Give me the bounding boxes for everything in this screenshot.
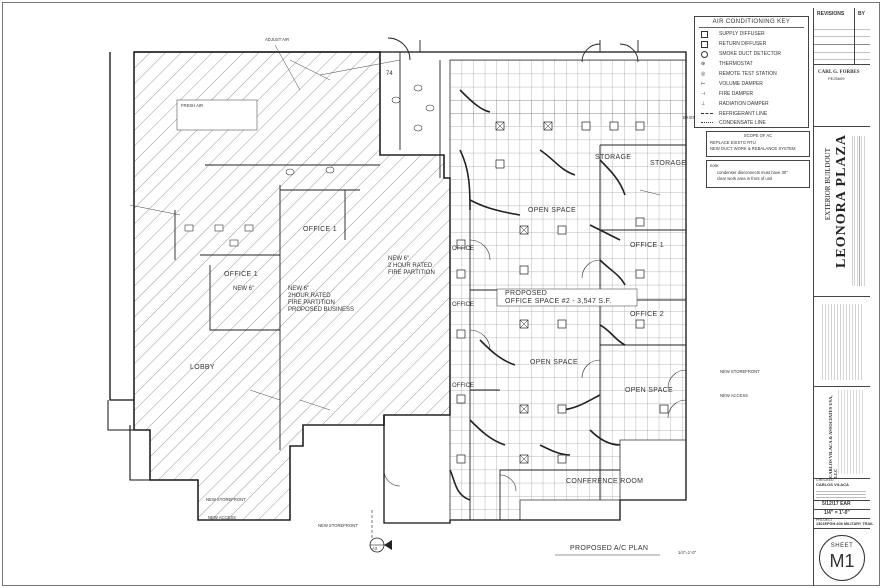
note-box: note: condenser disconnects must have 30… xyxy=(706,160,810,188)
key-item-fire-damper: ⊣ FIRE DAMPER xyxy=(701,91,754,97)
thermostat-icon: ⊕ xyxy=(701,61,706,67)
checked-label: CHECKED xyxy=(816,478,834,482)
key-item-refrigerant-line: REFRIGERANT LINE xyxy=(701,111,805,117)
note-existing: EXISTING xyxy=(683,115,703,120)
plan-scale: 1/4"=1'-0" xyxy=(678,550,697,555)
note-storefront3: NEW STOREFRONT xyxy=(720,369,760,374)
ac-key-panel: AIR CONDITIONING KEY SUPPLY DIFFUSER RET… xyxy=(694,16,809,128)
volume-damper-icon: ⊢ xyxy=(701,81,706,87)
key-item-smoke-detector: SMOKE DUCT DETECTOR xyxy=(701,51,805,58)
scope-title: SCOPE OF AC xyxy=(743,133,773,138)
project-line2: LEONORA PLAZA xyxy=(834,134,849,268)
proposed-space-label-1: PROPOSED xyxy=(505,290,548,297)
condensate-line-icon xyxy=(701,122,713,124)
room-label-office1-a: OFFICE 1 xyxy=(303,226,337,233)
project-number: 1301EPGH-606 MILITARY TRAIL xyxy=(816,522,874,526)
sheet-label: SHEET xyxy=(830,543,854,549)
note-storefront2: NEW STOREFRONT xyxy=(318,523,358,528)
remote-test-icon: ◎ xyxy=(701,71,706,77)
key-item-volume-damper: ⊢ VOLUME DAMPER xyxy=(701,81,763,87)
room-label-office-b: OFFICE xyxy=(452,383,474,389)
section-mark: A3 xyxy=(372,546,378,551)
checked-name: CARLOS VILACA xyxy=(816,482,849,487)
note-new6-a-2: 2 HOUR RATED xyxy=(388,263,433,269)
key-item-supply-diffuser: SUPPLY DIFFUSER xyxy=(701,31,805,38)
room-label-office1-b: OFFICE 1 xyxy=(224,271,258,278)
room-label-office2: OFFICE 2 xyxy=(630,311,664,318)
proposed-space-label-2: OFFICE SPACE #2 - 3,547 S.F. xyxy=(505,298,612,305)
engineer-name: CARL G. FORBES xyxy=(818,70,860,75)
room-label-office-c: OFFICE xyxy=(452,246,474,252)
room-label-open-space2: OPEN SPACE xyxy=(530,359,578,366)
fire-damper-icon: ⊣ xyxy=(701,91,706,97)
scope-box: SCOPE OF AC REPLACE EXISTG RTU NEW DUCT … xyxy=(706,131,810,157)
note-new6-b-4: PROPOSED BUSINESS xyxy=(288,307,355,313)
smoke-detector-icon xyxy=(701,51,708,58)
title-block: REVISIONS BY CARL G. FORBES PE25609 EXTE… xyxy=(813,8,874,586)
note-adjust-air: ADJUST AIR xyxy=(265,37,290,42)
by-label: BY xyxy=(858,11,865,17)
note-line1: condenser disconnects must have 30" xyxy=(717,170,788,175)
revisions-label: REVISIONS xyxy=(817,11,845,17)
radiation-damper-icon: ⊥ xyxy=(701,101,706,107)
company-name: CARLOS VILACA & ASSOCIATES USA, LLC xyxy=(828,395,838,478)
room-label-lobby: LOBBY xyxy=(190,364,215,371)
refrigerant-line-icon xyxy=(701,113,713,115)
key-item-thermostat: ⊕ THERMOSTAT xyxy=(701,61,753,67)
note-new6-b-3: FIRE PARTITION xyxy=(288,300,335,306)
note-line2: clear work area in front of unit xyxy=(717,176,773,181)
note-fresh-air: FRESH AIR xyxy=(181,103,204,108)
room-label-open-space3: OPEN SPACE xyxy=(625,387,673,394)
note-new6-a-3: FIRE PARTITION xyxy=(388,270,435,276)
room-label-storage2: STORAGE xyxy=(650,160,687,167)
note-title: note: xyxy=(710,163,720,168)
scope-line2: NEW DUCT WORK & REBALANCE SYSTEM xyxy=(710,146,796,151)
room-label-office-a: OFFICE xyxy=(452,302,474,308)
scope-line1: REPLACE EXISTG RTU xyxy=(710,140,756,145)
supply-diffuser-icon xyxy=(701,31,708,38)
key-item-return-diffuser: RETURN DIFFUSER xyxy=(701,41,805,48)
return-diffuser-icon xyxy=(701,41,708,48)
sheet-number: M1 xyxy=(829,551,855,571)
date-value: 5/12/17 EAR xyxy=(822,501,851,507)
note-new-access2: NEW ACCESS xyxy=(720,393,748,398)
room-label-office1-right: OFFICE 1 xyxy=(630,242,664,249)
room-label-storage1: STORAGE xyxy=(595,154,632,161)
room-number: 74 xyxy=(386,71,393,77)
plan-title: PROPOSED A/C PLAN xyxy=(570,545,649,552)
scale-value: 1/4" = 1'-0" xyxy=(824,510,850,516)
project-label: PROJECT xyxy=(816,518,833,522)
ac-key-title: AIR CONDITIONING KEY xyxy=(712,19,791,25)
note-new-access1: NEW ACCESS xyxy=(208,515,236,520)
note-new6-a-1: NEW 6" xyxy=(388,256,410,262)
key-item-condensate-line: CONDENSATE LINE xyxy=(701,120,805,126)
key-item-radiation-damper: ⊥ RADIATION DAMPER xyxy=(701,101,769,107)
note-storefront1: NEW STOREFRONT xyxy=(206,497,246,502)
room-label-open-space1: OPEN SPACE xyxy=(528,207,576,214)
project-line1: EXTERIOR BUILDOUT xyxy=(824,148,832,221)
key-item-remote-test: ◎ REMOTE TEST STATION xyxy=(701,71,777,77)
note-new6-b-1: NEW 6" xyxy=(288,286,310,292)
note-new6-b-2: 2HOUR RATED xyxy=(288,293,331,299)
note-new6-c: NEW 6" xyxy=(233,286,255,292)
sheet-circle: SHEET M1 xyxy=(819,535,865,581)
engineer-license: PE25609 xyxy=(828,76,845,81)
room-label-conference: CONFERENCE ROOM xyxy=(566,478,644,485)
